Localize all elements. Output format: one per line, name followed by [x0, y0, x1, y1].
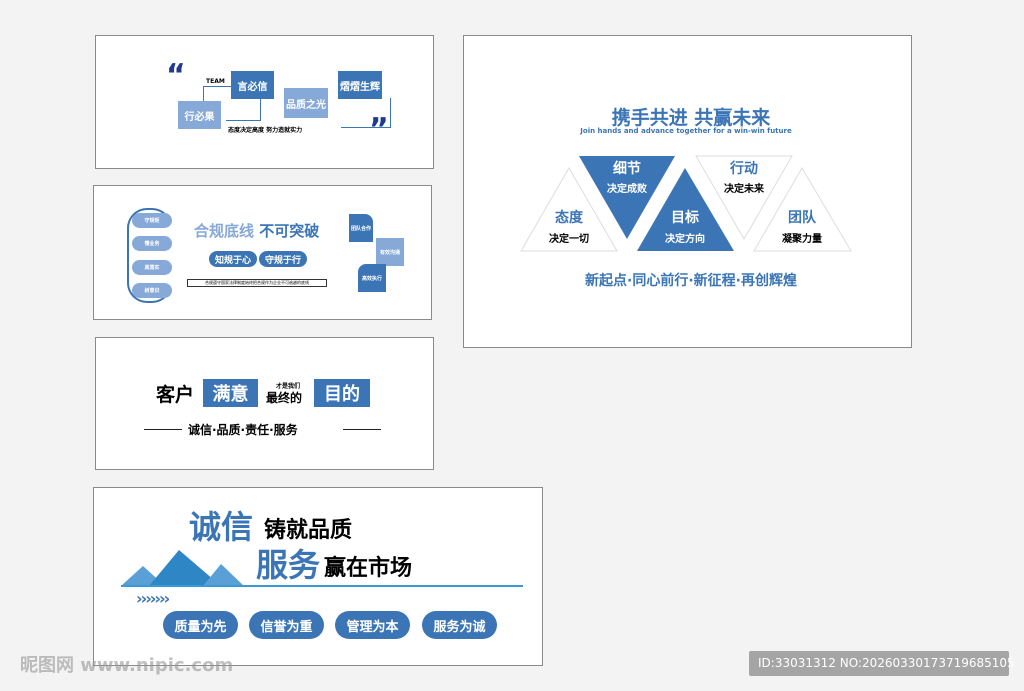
watermark-logo-text: 昵图网: [20, 655, 74, 676]
triangle-team: [753, 167, 852, 252]
tile-execution: 高效执行: [358, 264, 386, 292]
mountains-graphic: [121, 550, 244, 586]
slogan: 新起点·同心前行·新征程·再创辉煌: [585, 273, 797, 289]
panel-integrity: 诚信 铸就品质 服务 赢在市场 ››››››› 质量为先 信誉为重 管理为本 服…: [93, 487, 543, 666]
title-light: 合规底线: [194, 222, 255, 240]
connector-line: [226, 99, 261, 121]
bubble-xingbiguo: 行必果: [178, 101, 221, 129]
subtitle: Join hands and advance together for a wi…: [580, 127, 792, 135]
tri-sub: 决定未来: [724, 184, 764, 195]
tri-sub: 决定方向: [665, 234, 705, 245]
panel-compliance: 守规矩 懂业务 真落实 树意识 合规底线 不可突破 知规于心 守规于行 合规遵守…: [93, 185, 432, 320]
chevrons-icon: ›››››››: [136, 589, 170, 608]
pill-item: 真落实: [132, 260, 172, 275]
triangle-goal: [637, 168, 734, 251]
tri-sub: 决定成败: [607, 184, 647, 195]
open-quote-icon: “: [166, 58, 186, 93]
snake-line: [127, 208, 172, 303]
text-yingzaishichang: 赢在市场: [324, 556, 413, 581]
title: 携手共进 共赢未来: [611, 107, 771, 129]
tri-head: 态度: [555, 210, 583, 226]
triangle-attitude: [520, 167, 618, 252]
slogan-button-1: 知规于心: [209, 251, 257, 267]
bubble-yiyishenghui: 熠熠生辉: [338, 71, 382, 99]
text-zhujiupinzhi: 铸就品质: [264, 518, 353, 543]
caption-box: 合规遵守国家法律制度始终把合规作为企业不可逾越的底线: [187, 279, 327, 287]
divider-left: [144, 429, 182, 430]
triangle-action: [695, 155, 793, 240]
tri-head: 行动: [730, 161, 758, 177]
bubble-pinzhizhiguang: 品质之光: [284, 88, 328, 118]
value-button: 质量为先: [163, 611, 238, 639]
value-button: 管理为本: [335, 611, 410, 639]
connector-line: [203, 86, 233, 106]
watermark-url: www.nipic.com: [80, 655, 234, 676]
word-customer: 客户: [156, 384, 195, 406]
value-button: 信誉为重: [249, 611, 324, 639]
triangles-graphic: [520, 155, 852, 252]
tri-head: 目标: [671, 210, 699, 226]
caption: 态度决定高度 努力造就实力: [228, 127, 303, 134]
pill-item: 懂业务: [132, 236, 172, 251]
title-dark: 不可突破: [259, 222, 320, 240]
pill-item: 守规矩: [132, 213, 172, 228]
box-satisfaction: 满意: [203, 379, 258, 407]
tri-head: 细节: [613, 161, 641, 177]
title: 合规底线 不可突破: [194, 220, 319, 241]
slogan-button-2: 守规于行: [259, 251, 307, 267]
box-goal: 目的: [314, 379, 370, 407]
tagline: 诚信·品质·责任·服务: [188, 423, 298, 437]
tile-teamwork: 团队合作: [349, 214, 373, 242]
tile-communication: 有效沟通: [376, 238, 404, 266]
panel-win-win: 携手共进 共赢未来 Join hands and advance togethe…: [463, 35, 912, 348]
tri-sub: 决定一切: [549, 234, 589, 245]
close-quote-icon: ”: [369, 112, 389, 147]
big-fuwu: 服务: [256, 546, 321, 584]
tri-head: 团队: [788, 210, 816, 226]
panel-team-quotes: “ TEAM 言必信 行必果 品质之光 熠熠生辉 态度决定高度 努力造就实力 ”: [95, 35, 434, 169]
divider-right: [343, 429, 381, 430]
image-id-badge: ID:33031312 NO:20260330173719685105: [749, 651, 1015, 676]
tri-sub: 凝聚力量: [782, 234, 822, 245]
watermark-logo: 昵图网 www.nipic.com: [20, 651, 233, 677]
connector-line: [341, 98, 391, 128]
bubble-yanbixin: 言必信: [231, 71, 274, 99]
underline: [121, 585, 523, 587]
team-label: TEAM: [206, 78, 225, 85]
pill-item: 树意识: [132, 283, 172, 298]
small-text: 才是我们: [276, 383, 301, 390]
panel-customer: 客户 满意 才是我们 最终的 目的 诚信·品质·责任·服务: [95, 337, 434, 470]
triangle-detail: [579, 156, 675, 239]
big-chengxin: 诚信: [189, 508, 254, 546]
word-final: 最终的: [266, 391, 303, 405]
value-button: 服务为诚: [422, 611, 497, 639]
